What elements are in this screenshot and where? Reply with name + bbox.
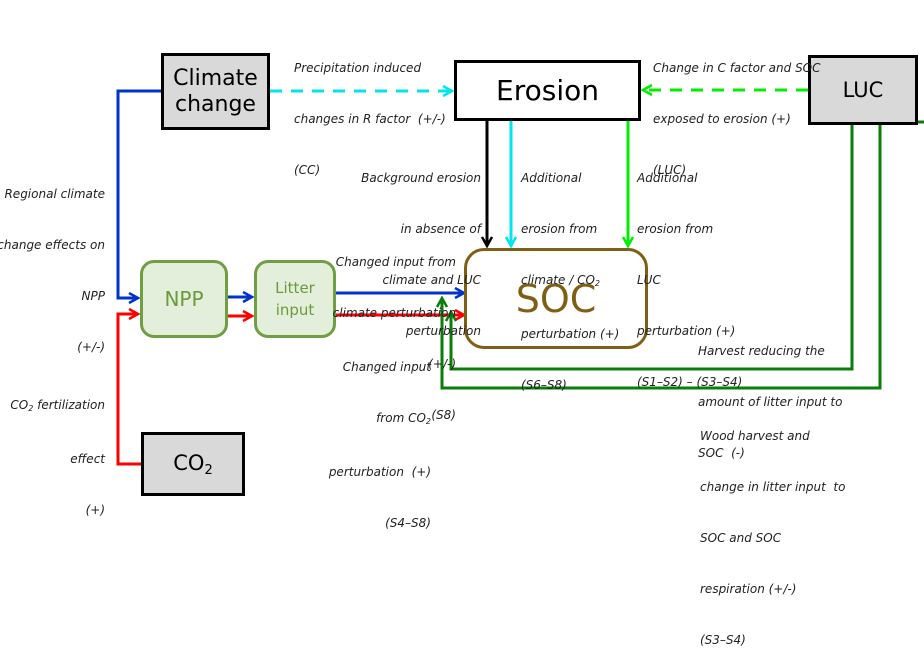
label-harvest-reducing: Harvest reducing the amount of litter in… (698, 309, 842, 479)
arrow-co2-to-npp (116, 314, 141, 466)
label-line: SOC and SOC (700, 531, 782, 545)
label-wood-harvest: Wood harvest and change in litter input … (700, 394, 845, 666)
node-litter-line2: input (275, 301, 315, 319)
node-litter-input[interactable]: Litter input (254, 260, 336, 338)
node-climate-change-line2: change (175, 91, 256, 117)
node-soc-label: SOC (515, 276, 597, 321)
label-line: Harvest reducing the (698, 344, 825, 358)
label-line: climate perturbation (332, 306, 456, 320)
label-line: Background erosion (361, 171, 481, 185)
label-line: erosion from (521, 222, 598, 236)
label-line: NPP (81, 289, 105, 303)
label-sub: 2 (28, 404, 34, 413)
label-line: LUC (637, 273, 661, 287)
label-line: (CC) (294, 163, 321, 177)
label-text: CO (10, 398, 29, 412)
label-line: (S4–S8) (385, 516, 431, 530)
label-line: Changed input (342, 360, 431, 374)
label-line: respiration (+/-) (700, 582, 797, 596)
label-line: CO2 fertilization (10, 397, 105, 417)
node-erosion-label: Erosion (496, 74, 599, 107)
node-co2-sub: 2 (204, 462, 213, 478)
label-line: exposed to erosion (+) (653, 112, 791, 126)
node-erosion[interactable]: Erosion (454, 60, 641, 121)
label-line: perturbation (+) (521, 327, 620, 341)
label-text: climate / CO (521, 273, 595, 287)
label-line: effect (70, 452, 105, 466)
label-line: changes in R factor (+/-) (294, 112, 446, 126)
label-sub: 2 (425, 417, 431, 426)
label-line: climate / CO2 (521, 272, 619, 292)
label-precipitation: Precipitation induced changes in R facto… (294, 26, 446, 196)
label-line: climate and LUC (382, 273, 481, 287)
arrow-climate-to-npp (116, 89, 161, 298)
label-additional-luc: Additional erosion from LUC perturbation… (637, 136, 742, 408)
label-line: (S8) (431, 408, 456, 422)
node-luc[interactable]: LUC (808, 55, 918, 125)
node-climate-change-line1: Climate (173, 65, 258, 91)
label-line: change effects on (0, 238, 105, 252)
node-litter-line1: Litter (275, 279, 315, 297)
label-line: Wood harvest and (700, 429, 810, 443)
label-line: Changed input from (335, 255, 456, 269)
label-luc-c-factor: Change in C factor and SOC exposed to er… (653, 26, 821, 196)
label-line: from CO2 (329, 410, 431, 430)
node-npp[interactable]: NPP (140, 260, 228, 338)
label-line: SOC (-) (698, 446, 745, 460)
label-line: Precipitation induced (294, 61, 422, 75)
diagram-canvas (116, 0, 924, 466)
node-npp-label: NPP (164, 287, 204, 311)
label-changed-input-co2: Changed input from CO2 perturbation (+) … (329, 325, 431, 549)
label-line: change in litter input to (700, 480, 846, 494)
node-luc-label: LUC (842, 78, 884, 102)
label-line: (+/-) (77, 340, 105, 354)
arrow-harvest-reducing (451, 125, 854, 371)
node-soc[interactable]: SOC (464, 248, 648, 349)
label-changed-input-climate: Changed input from climate perturbation … (333, 220, 456, 441)
label-line: amount of litter input to (698, 395, 843, 409)
node-co2[interactable]: CO2 (141, 432, 245, 496)
label-line: (LUC) (653, 163, 687, 177)
label-line: Additional (521, 171, 582, 185)
label-line: (+/-) (428, 357, 456, 371)
label-line: (S1–S2) – (S3–S4) (637, 375, 743, 389)
label-line: perturbation (+) (328, 465, 431, 479)
label-line: Regional climate (4, 187, 105, 201)
label-line: perturbation (405, 324, 481, 338)
node-co2-main: CO (173, 450, 205, 475)
label-co2-fertilization: CO2 fertilization effect (+) (10, 363, 105, 536)
label-line: (+) (85, 503, 105, 517)
label-line: erosion from (637, 222, 714, 236)
label-text: fertilization (33, 398, 105, 412)
label-line: Additional (637, 171, 698, 185)
label-line: (S3–S4) (700, 633, 746, 647)
label-line: (S6–S8) (521, 378, 567, 392)
label-line: in absence of (400, 222, 481, 236)
label-line: perturbation (+) (637, 324, 736, 338)
label-additional-climate: Additional erosion from climate / CO2 pe… (521, 136, 619, 411)
label-background-erosion: Background erosion in absence of climate… (361, 136, 481, 357)
label-regional-climate: Regional climate change effects on NPP (… (0, 152, 105, 373)
arrow-wood-harvest (442, 125, 882, 390)
label-text: from CO (376, 411, 426, 425)
label-line: Change in C factor and SOC (653, 61, 821, 75)
label-sub: 2 (594, 279, 600, 288)
